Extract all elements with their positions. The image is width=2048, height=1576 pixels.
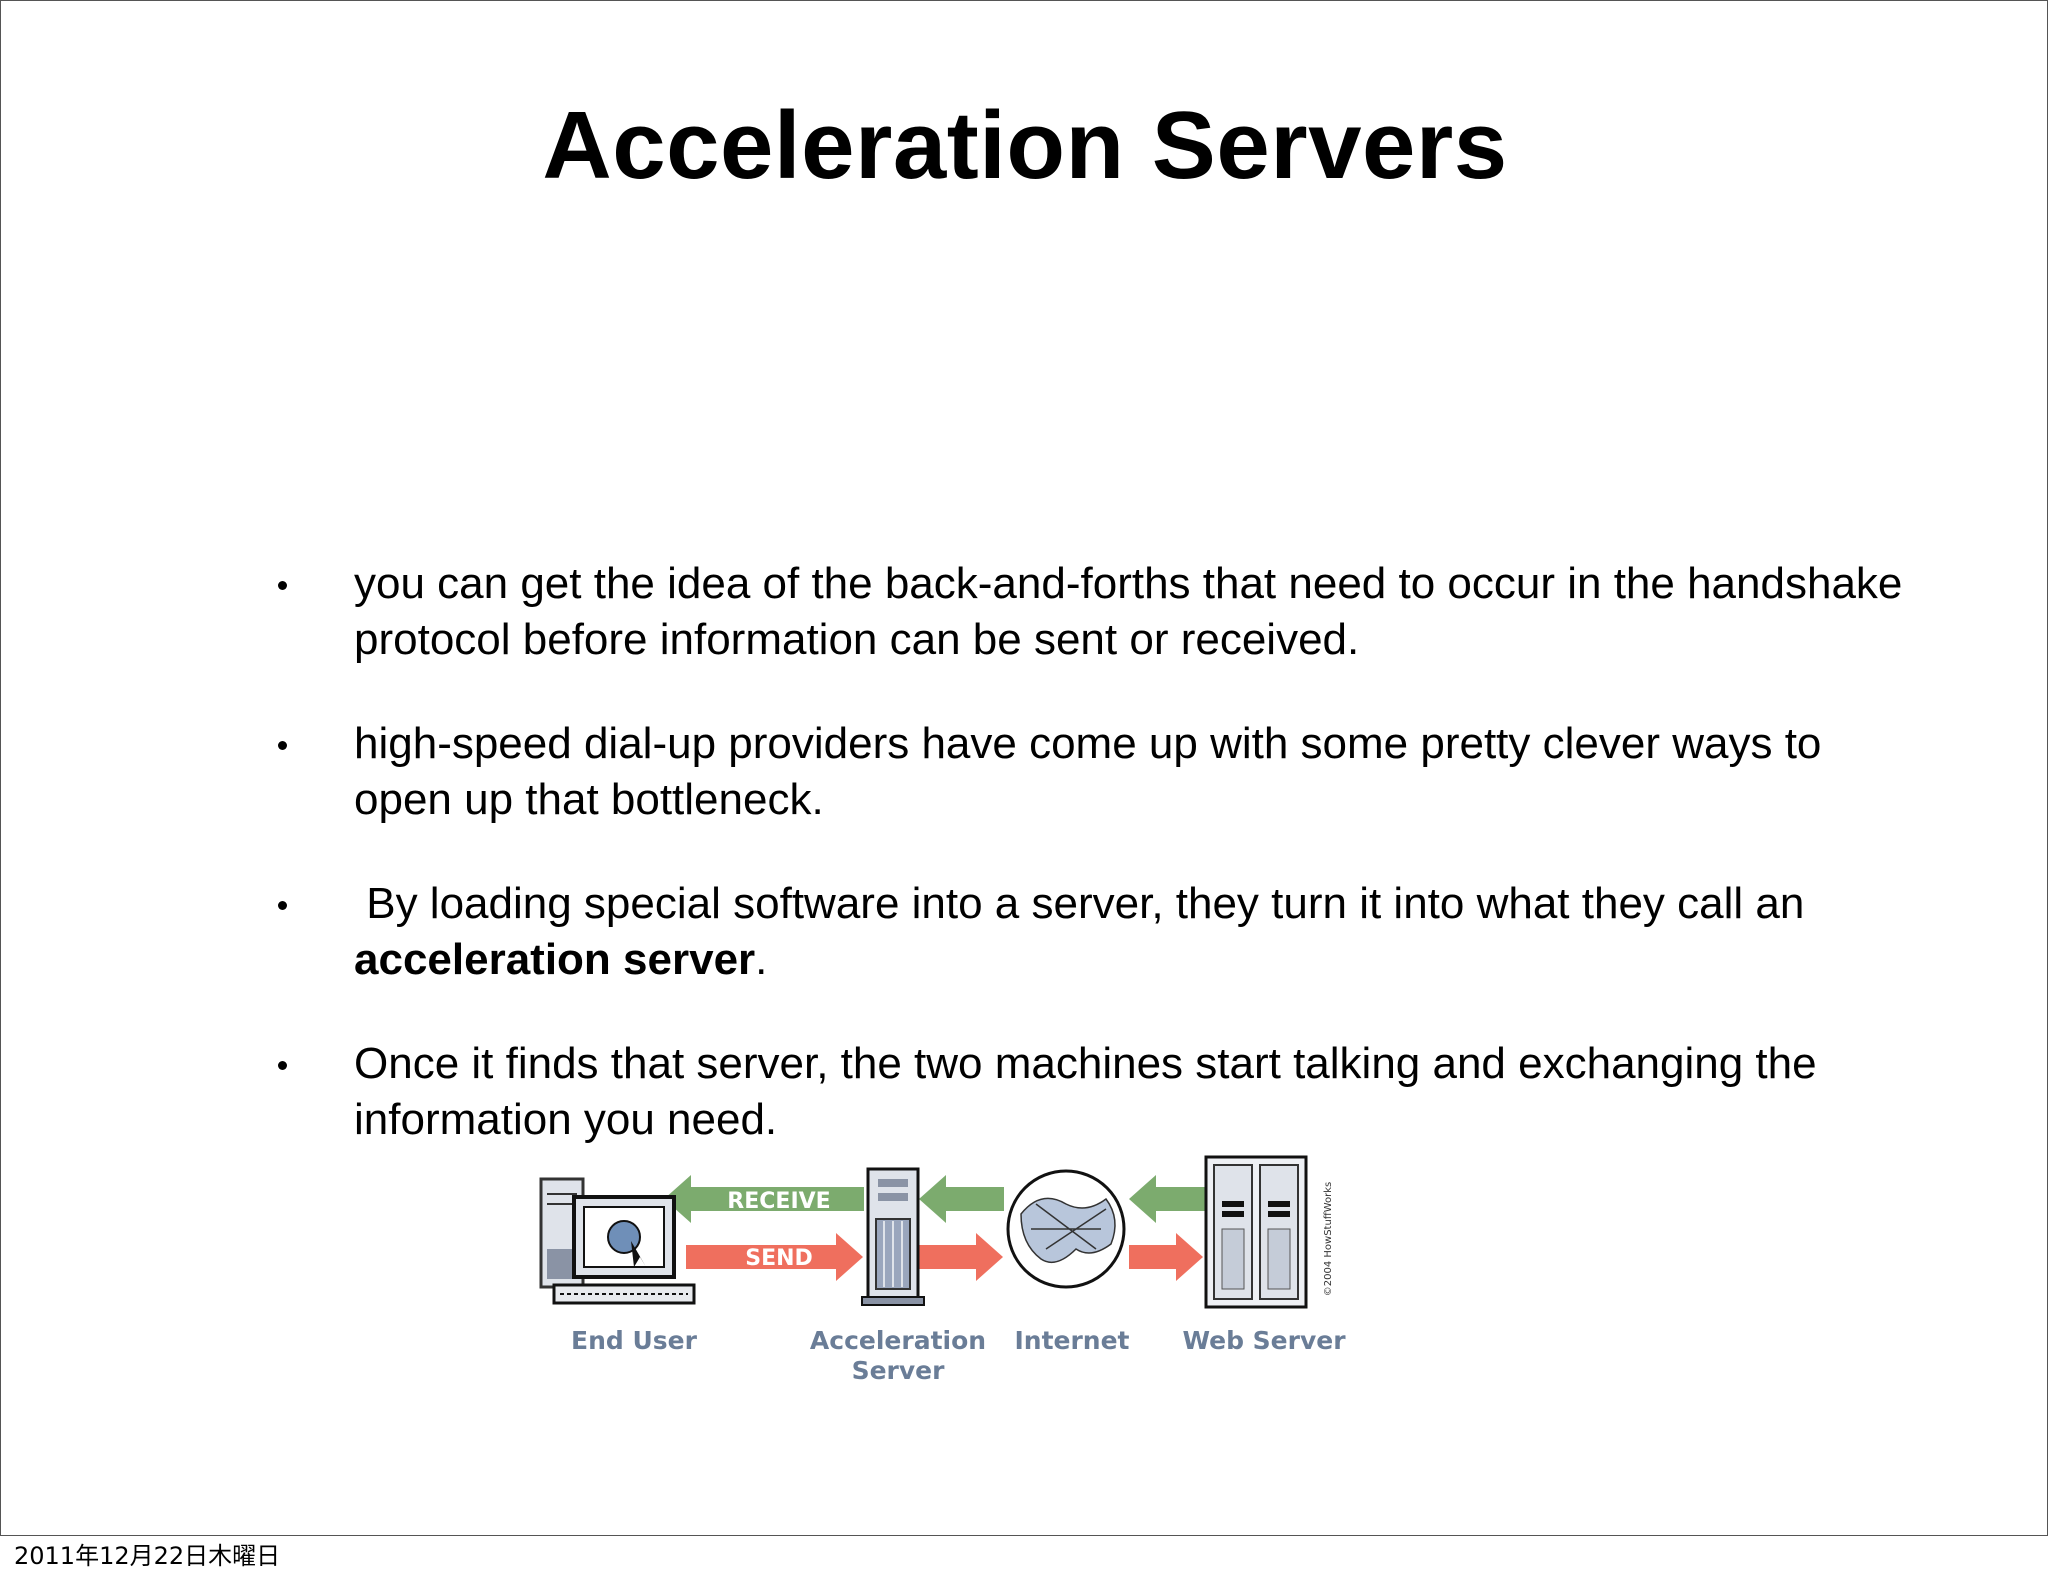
bullet-text: high-speed dial-up providers have come u… xyxy=(354,719,1822,824)
label-end-user: End User xyxy=(571,1326,698,1355)
label-acceleration-server-line1: Acceleration xyxy=(810,1326,986,1355)
copyright-text: ©2004 HowStuffWorks xyxy=(1323,1182,1334,1296)
bullet-text: you can get the idea of the back-and-for… xyxy=(354,559,1903,664)
globe-icon xyxy=(1006,1169,1126,1289)
send-label: SEND xyxy=(745,1246,813,1271)
bullet-text-suffix: . xyxy=(755,935,768,984)
send-arrow: SEND xyxy=(686,1233,1203,1281)
slide: Acceleration Servers you can get the ide… xyxy=(0,0,2048,1536)
bullet-dot-icon xyxy=(278,1061,287,1070)
server-tower-icon xyxy=(861,1167,925,1306)
bullet-dot-icon xyxy=(278,581,287,590)
receive-label: RECEIVE xyxy=(727,1189,830,1214)
bullet-item: you can get the idea of the back-and-for… xyxy=(266,556,1906,668)
bullet-text-prefix: By loading special software into a serve… xyxy=(354,879,1817,928)
bullet-dot-icon xyxy=(278,901,287,910)
computer-icon xyxy=(539,1177,696,1305)
label-web-server: Web Server xyxy=(1182,1326,1346,1355)
bullet-bold-term: acceleration server xyxy=(354,935,756,984)
receive-arrow: RECEIVE xyxy=(664,1175,1206,1223)
bullet-item: By loading special software into a serve… xyxy=(266,876,1906,988)
bullet-item: high-speed dial-up providers have come u… xyxy=(266,716,1906,828)
network-diagram: RECEIVE SEND xyxy=(536,1149,1346,1389)
slide-title: Acceleration Servers xyxy=(542,92,1508,199)
label-internet: Internet xyxy=(1014,1326,1129,1355)
footer-date: 2011年12月22日木曜日 xyxy=(14,1542,281,1570)
bullet-text: Once it finds that server, the two machi… xyxy=(354,1039,1817,1144)
label-acceleration-server-line2: Server xyxy=(852,1356,946,1385)
bullet-item: Once it finds that server, the two machi… xyxy=(266,1036,1906,1148)
bullet-text: By loading special software into a serve… xyxy=(354,879,1817,984)
rack-server-icon: ©2004 HowStuffWorks xyxy=(1204,1155,1334,1309)
bullet-dot-icon xyxy=(278,741,287,750)
bullet-list: you can get the idea of the back-and-for… xyxy=(266,556,1906,1196)
